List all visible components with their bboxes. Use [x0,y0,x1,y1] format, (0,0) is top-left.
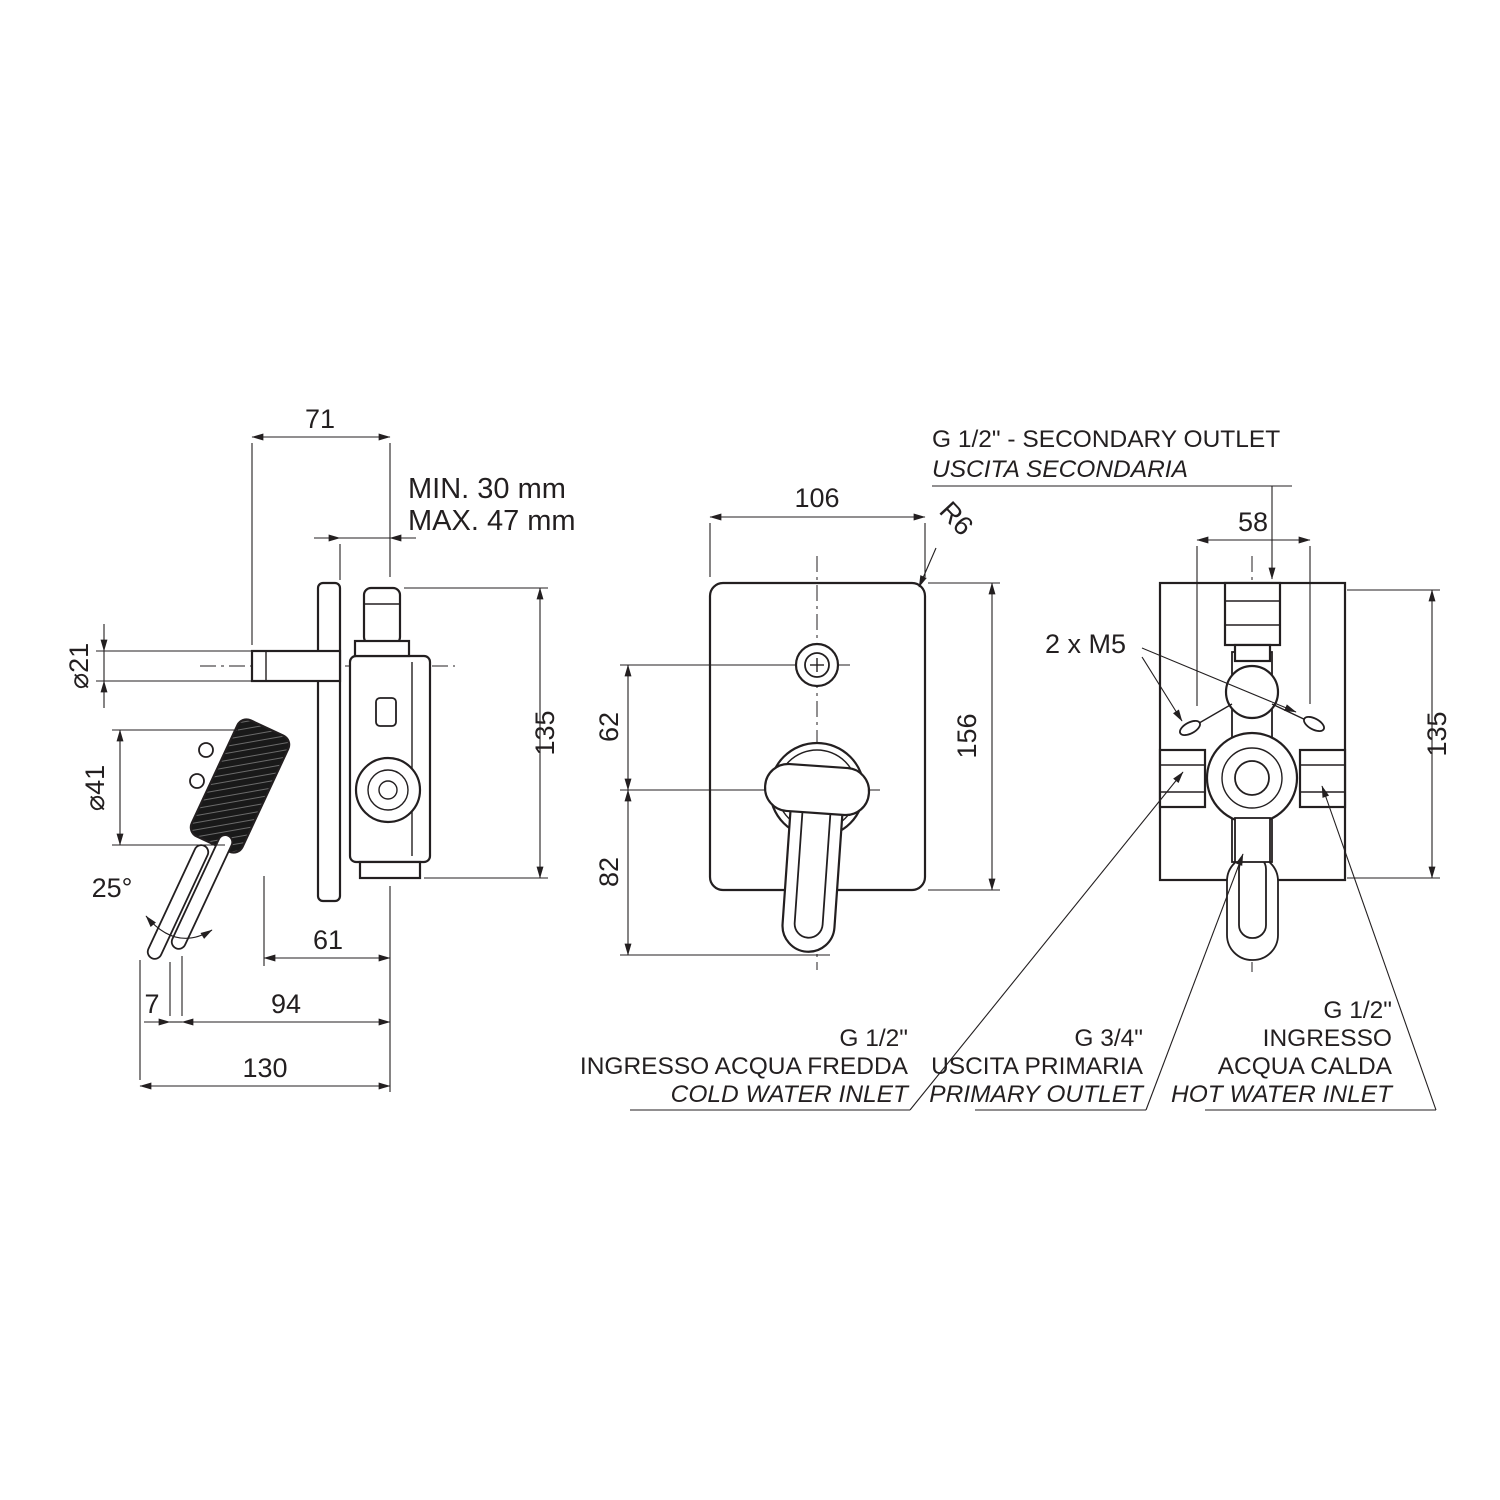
diverter-button [794,642,840,688]
swing-arc [145,915,213,939]
dim-94: 94 [271,989,301,1019]
dim-156-lines [928,582,1000,891]
front-lever-base [763,762,871,817]
dim-angle25: 25° [92,873,133,903]
port-neck [1233,643,1272,663]
hot-water-label-en: HOT WATER INLET [1171,1081,1394,1108]
primary-outlet-leader [1145,853,1244,1111]
cold-water-label-it: INGRESSO ACQUA FREDDA [580,1053,909,1080]
hot-water-port [1298,748,1347,809]
pivot-screw-top [198,742,214,758]
secondary-outlet-port [1223,581,1282,647]
dim-156: 156 [952,713,982,758]
dim-62: 62 [594,712,624,742]
wall-plate-side [316,581,342,903]
body-foot [358,860,422,880]
dim-61: 61 [313,925,343,955]
dim-dia21: ⌀21 [64,643,94,689]
dim-135-rear: 135 [1422,711,1452,756]
pivot-screw-bottom [189,773,205,789]
m5-screw-right [1303,716,1325,732]
dim-135-rear-lines [1347,589,1440,879]
secondary-outlet-label-it: USCITA SECONDARIA [932,456,1188,483]
dim-135-side-lines [404,587,548,879]
dim-7-94-lines [144,956,391,1026]
primary-outlet-label-en: PRIMARY OUTLET [929,1081,1145,1108]
dim-61-lines [263,876,391,1092]
callout-hot-water: G 1/2" INGRESSO ACQUA CALDA HOT WATER IN… [1171,785,1437,1111]
rear-view: 58 2 x M5 135 [1045,507,1452,972]
dim-106-lines [709,513,926,577]
hot-water-label-it-1: INGRESSO [1263,1025,1392,1052]
rear-valve-body [1158,581,1347,961]
knurled-grip [189,718,291,854]
cold-water-port [1158,748,1207,809]
callout-primary-outlet: G 3/4" USCITA PRIMARIA PRIMARY OUTLET [929,853,1244,1111]
front-mixer-control [763,741,871,953]
primary-outlet-size: G 3/4" [1074,1025,1143,1052]
dim-min-depth: MIN. 30 mm [408,473,566,505]
dim-dia21-lines [96,624,252,708]
cold-water-size: G 1/2" [839,1025,908,1052]
dim-82: 82 [594,857,624,887]
primary-outlet-port [1234,817,1271,863]
m5-leaders [1141,647,1297,722]
dim-dia41-lines [112,729,238,846]
dim-r6: R6 [934,496,979,542]
hot-water-size: G 1/2" [1323,997,1392,1024]
dim-71-lines [251,433,391,645]
dim-2xm5: 2 x M5 [1045,629,1126,659]
cold-water-label-en: COLD WATER INLET [671,1081,910,1108]
cold-water-leader [909,771,1184,1111]
m5-screw-left [1179,720,1201,736]
side-view: 71 MIN. 30 mm MAX. 47 mm ⌀21 ⌀41 25° [64,404,576,1092]
side-valve-body [348,586,432,880]
dim-130: 130 [242,1053,287,1083]
primary-outlet-label-it: USCITA PRIMARIA [931,1053,1144,1080]
dim-7: 7 [144,989,159,1019]
dim-dia41: ⌀41 [80,765,110,811]
dim-106: 106 [794,483,839,513]
callout-cold-water: G 1/2" INGRESSO ACQUA FREDDA COLD WATER … [580,771,1184,1111]
rear-handle-loop-inner [1238,855,1267,939]
dim-minmax-lines [314,534,416,580]
side-lever [146,649,342,960]
diverter-knob [362,586,402,646]
dim-130-lines [139,960,391,1090]
front-view: 106 R6 62 82 156 [594,483,1000,970]
outlet-boss [354,756,422,824]
dim-58-lines [1196,536,1311,706]
knob-collar [353,639,411,658]
dim-max-depth: MAX. 47 mm [408,505,576,537]
hot-water-leader [1321,785,1437,1111]
dim-135-side: 135 [530,710,560,755]
r6-leader [918,547,937,588]
secondary-outlet-label-en: G 1/2" - SECONDARY OUTLET [932,426,1280,453]
dim-58: 58 [1238,507,1268,537]
cartridge-clip [375,697,397,727]
dim-71: 71 [305,404,335,434]
callout-secondary-outlet: G 1/2" - SECONDARY OUTLET USCITA SECONDA… [932,426,1292,580]
hot-water-label-it-2: ACQUA CALDA [1218,1053,1393,1080]
lever-stem [250,649,342,683]
ball-joint [1224,664,1280,720]
